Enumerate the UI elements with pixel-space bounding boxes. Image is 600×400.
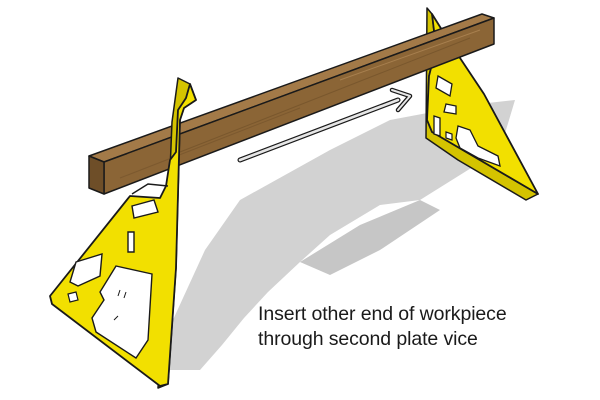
caption-line-1: Insert other end of workpiece bbox=[258, 303, 507, 325]
caption-line-2: through second plate vice bbox=[258, 328, 478, 350]
left-plate-vice bbox=[49, 77, 197, 389]
direction-arrow bbox=[237, 87, 413, 163]
cast-shadow bbox=[150, 100, 515, 370]
instruction-caption: Insert other end of workpiece through se… bbox=[258, 302, 593, 352]
wooden-workpiece bbox=[88, 13, 495, 195]
